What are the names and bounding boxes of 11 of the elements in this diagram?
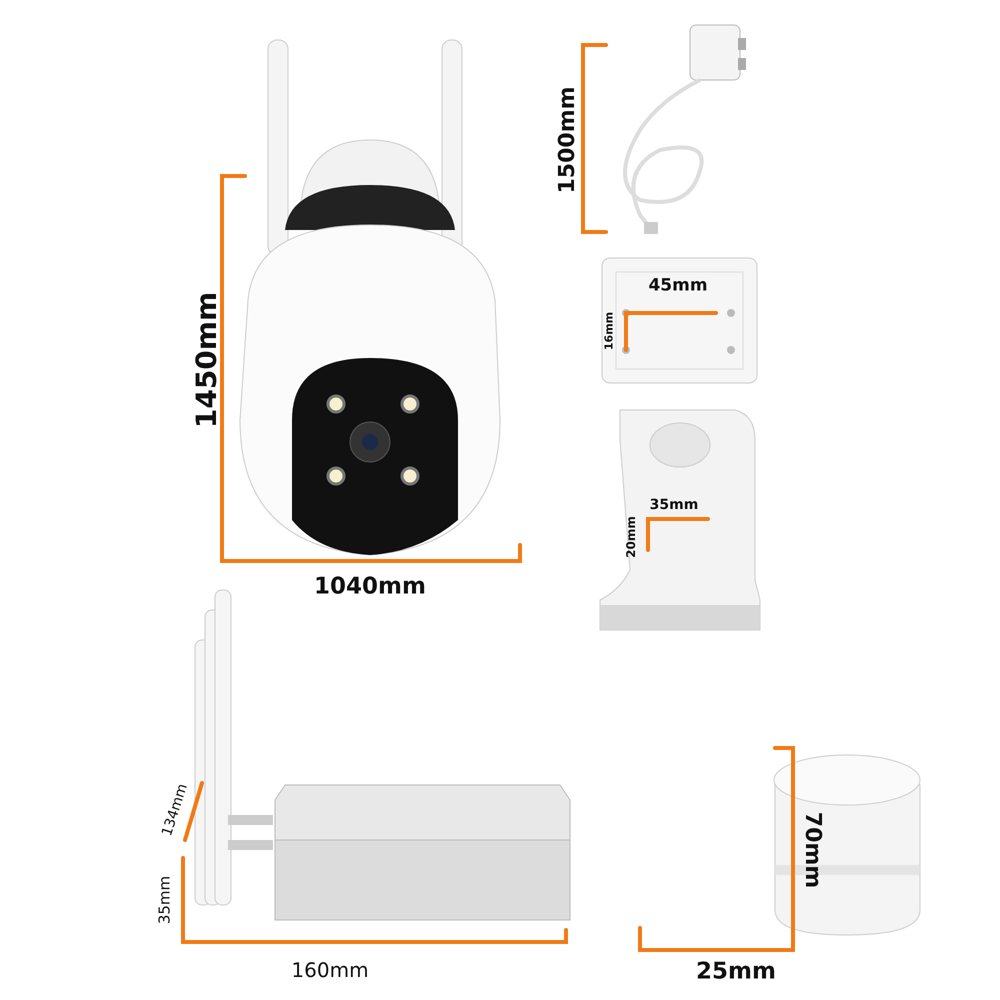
dimension-label: 70mm [801, 812, 823, 888]
dimension-label: 1500mm [557, 86, 579, 194]
dimension-label: 16mm [604, 312, 614, 350]
dimension-label: 1450mm [193, 292, 221, 428]
dimension-label: 20mm [625, 516, 637, 558]
dimension-label: 25mm [696, 960, 776, 984]
dimension-label: 1040mm [314, 576, 426, 598]
dimension-label: 35mm [650, 498, 698, 512]
dimension-label: 35mm [158, 876, 172, 924]
dimension-label: 160mm [291, 960, 369, 980]
dimension-label: 45mm [648, 278, 708, 294]
